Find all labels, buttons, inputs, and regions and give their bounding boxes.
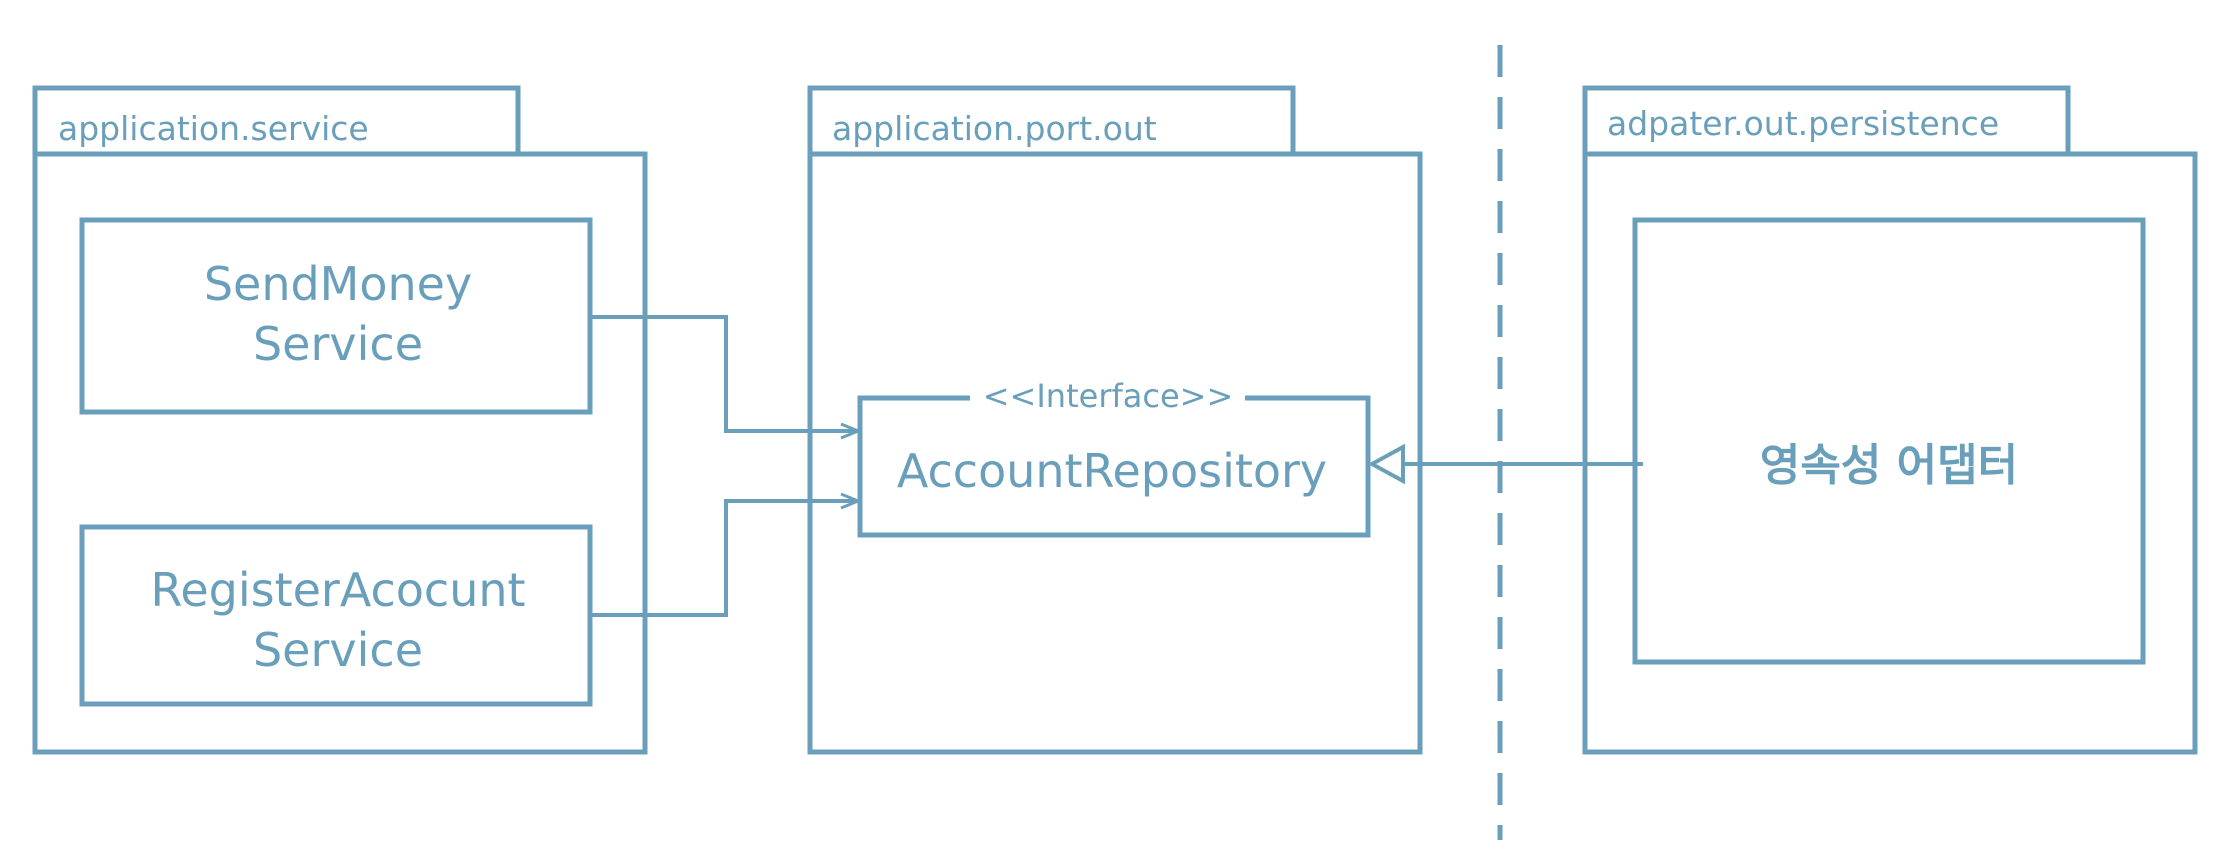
persistence-adapter-box [1632, 217, 2146, 665]
package-label-adapter-out-persistence: adpater.out.persistence [1607, 104, 1999, 143]
package-body [807, 151, 1423, 755]
package-body [1582, 151, 2198, 755]
persistence-adapter-label: 영속성 어댑터 [1760, 440, 2018, 491]
send-money-dependency-arrow [590, 315, 858, 431]
send-money-service-label-line1: SendMoney [204, 257, 472, 311]
package-body [32, 151, 648, 755]
register-account-service-label-line2: Service [253, 623, 423, 677]
package-label-application-port-out: application.port.out [832, 109, 1157, 148]
account-repository-interface-box [857, 395, 1371, 538]
account-repository-label: AccountRepository [897, 444, 1327, 498]
package-adapter-out-persistence [1582, 85, 2198, 755]
register-account-service-label-line1: RegisterAcocunt [150, 563, 525, 617]
send-money-service-box [79, 217, 593, 415]
realization-arrowhead [1367, 443, 1405, 485]
interface-stereotype-label: <<Interface>> [983, 377, 1234, 415]
package-application-port-out [807, 85, 1423, 755]
package-label-application-service: application.service [58, 109, 369, 148]
register-account-dependency-arrow [590, 501, 858, 617]
send-money-service-label-line2: Service [253, 317, 423, 371]
